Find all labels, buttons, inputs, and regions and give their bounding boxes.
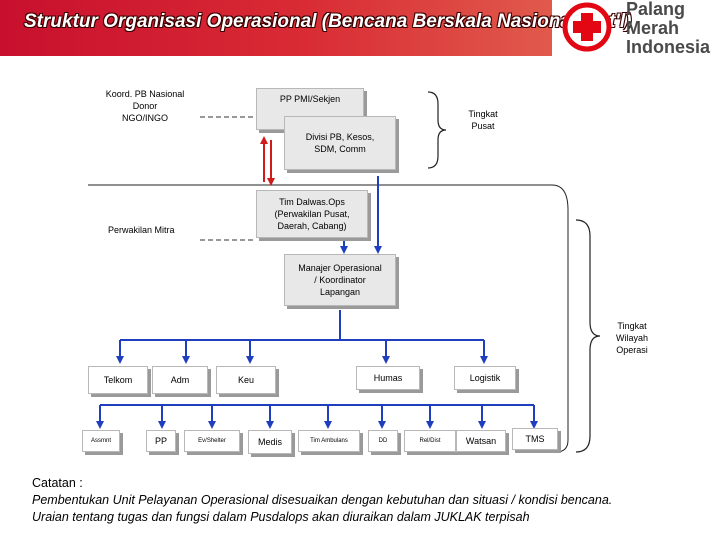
pmi-logo xyxy=(562,2,612,52)
box-tim-dalwas: Tim Dalwas.Ops (Perwakilan Pusat, Daerah… xyxy=(256,190,368,238)
note-heading: Catatan : xyxy=(32,476,83,490)
box-divisi-line1: Divisi PB, Kesos, xyxy=(305,132,375,142)
box-tim-line2: (Perwakilan Pusat, xyxy=(274,209,350,219)
box-tim-line1: Tim Dalwas.Ops xyxy=(279,197,345,207)
label-tingkat-pusat-line2: Pusat xyxy=(471,121,495,131)
box-pp-label: PP xyxy=(154,436,167,446)
right-connector xyxy=(551,184,569,453)
bracket-wilayah xyxy=(575,219,601,453)
label-koord-group: Koord. PB Nasional Donor NGO/INGO xyxy=(92,88,198,124)
box-reldist-label: Rel/Dist xyxy=(419,438,441,444)
box-adm: Adm xyxy=(152,366,208,394)
red-cross-emblem-icon xyxy=(562,2,612,52)
box-watsan: Watsan xyxy=(456,430,506,452)
box-pp: PP xyxy=(146,430,176,452)
box-medis: Medis xyxy=(248,430,292,454)
box-logistik-label: Logistik xyxy=(469,373,501,383)
label-perwakilan-mitra: Perwakilan Mitra xyxy=(108,225,175,235)
label-tingkat-pusat-line1: Tingkat xyxy=(468,109,498,119)
box-adm-label: Adm xyxy=(170,375,190,385)
box-assmnt-label: Assmnt xyxy=(90,438,111,444)
slide-title: Struktur Organisasi Operasional (Bencana… xyxy=(24,11,632,32)
box-ev-shelter: Ev/Shelter xyxy=(184,430,240,452)
box-tim-ambulans: Tim Ambulans xyxy=(298,430,360,452)
box-dd: DD xyxy=(368,430,398,452)
title-banner: Struktur Organisasi Operasional (Bencana… xyxy=(0,0,631,56)
label-tingkat-wilayah: Tingkat Wilayah Operasi xyxy=(604,320,660,356)
box-telkom-label: Telkom xyxy=(103,375,133,385)
box-rel-dist: Rel/Dist xyxy=(404,430,456,452)
box-humas: Humas xyxy=(356,366,420,390)
logo-line-palang: Palang xyxy=(626,0,686,19)
logo-line-merah: Merah xyxy=(626,18,680,38)
box-watsan-label: Watsan xyxy=(465,436,497,446)
box-pp-pmi-label: PP PMI/Sekjen xyxy=(279,94,341,104)
box-manajer-line2: / Koordinator xyxy=(314,275,366,285)
box-tim-ambulans-label: Tim Ambulans xyxy=(310,438,348,444)
label-tingkat-wilayah-line2: Wilayah xyxy=(615,333,648,343)
box-manajer-line3: Lapangan xyxy=(319,287,361,297)
box-assmnt: Assmnt xyxy=(82,430,120,452)
label-donor: Donor xyxy=(132,101,158,111)
box-humas-label: Humas xyxy=(373,373,403,383)
note-line2: Uraian tentang tugas dan fungsi dalam Pu… xyxy=(32,510,530,524)
title-banner-background xyxy=(0,0,552,56)
box-medis-label: Medis xyxy=(257,437,282,447)
footer-note: Catatan : Pembentukan Unit Pelayanan Ope… xyxy=(32,475,612,526)
label-tingkat-pusat: Tingkat Pusat xyxy=(458,108,508,132)
label-tingkat-wilayah-line3: Operasi xyxy=(616,345,648,355)
label-tingkat-wilayah-line1: Tingkat xyxy=(617,321,647,331)
box-tms: TMS xyxy=(512,428,558,450)
note-line1: Pembentukan Unit Pelayanan Operasional d… xyxy=(32,493,613,507)
logo-line-indonesia: Indonesia xyxy=(626,37,711,57)
box-logistik: Logistik xyxy=(454,366,516,390)
box-manajer-operasional: Manajer Operasional / Koordinator Lapang… xyxy=(284,254,396,306)
box-tim-line3: Daerah, Cabang) xyxy=(277,221,347,231)
box-tms-label: TMS xyxy=(525,434,545,444)
label-ngo-ingo: NGO/INGO xyxy=(121,113,168,123)
box-divisi: Divisi PB, Kesos, SDM, Comm xyxy=(284,116,396,170)
box-dd-label: DD xyxy=(378,438,388,444)
box-manajer-line1: Manajer Operasional xyxy=(298,263,382,273)
box-keu-label: Keu xyxy=(237,375,254,385)
box-keu: Keu xyxy=(216,366,276,394)
box-divisi-line2: SDM, Comm xyxy=(314,144,366,154)
label-koord-pb-nasional: Koord. PB Nasional xyxy=(105,89,185,99)
bracket-pusat xyxy=(427,91,447,169)
box-telkom: Telkom xyxy=(88,366,148,394)
box-evshelter-label: Ev/Shelter xyxy=(198,438,226,444)
